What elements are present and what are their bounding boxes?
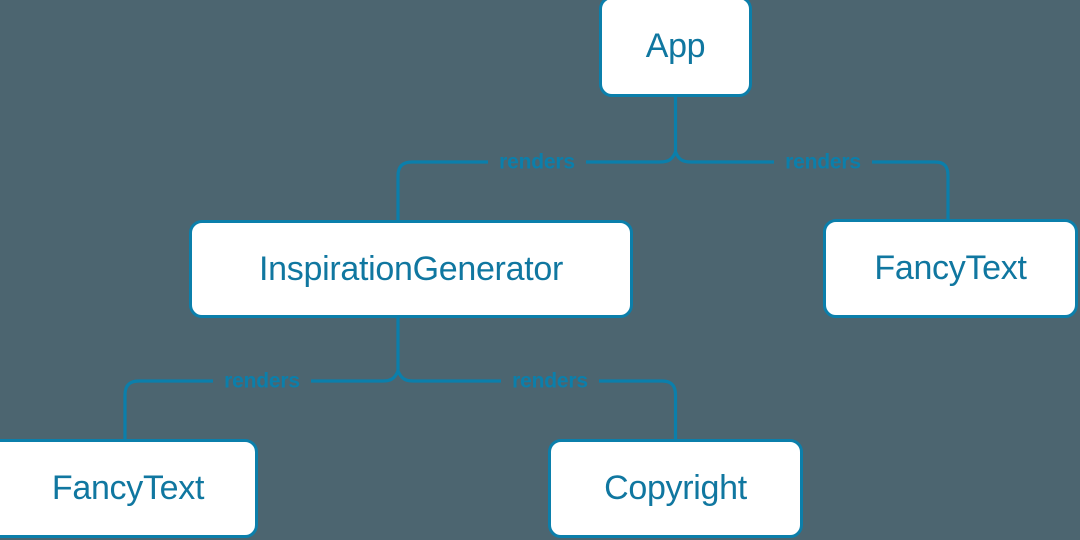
edge-label-inspirationgenerator-to-copyright: renders — [512, 369, 588, 393]
node-copyright-label: Copyright — [604, 469, 747, 507]
edge-label-inspirationgenerator-to-fancytext: renders — [224, 369, 300, 393]
node-fancytext-right[interactable]: FancyText — [823, 219, 1078, 318]
node-inspirationgenerator[interactable]: InspirationGenerator — [189, 220, 633, 318]
node-fancytext-right-label: FancyText — [874, 249, 1027, 287]
node-inspirationgenerator-label: InspirationGenerator — [259, 249, 563, 288]
node-copyright[interactable]: Copyright — [548, 439, 803, 538]
node-app-label: App — [645, 27, 706, 65]
edge-label-app-to-inspirationgenerator: renders — [499, 150, 575, 174]
edge-label-app-to-fancytext-right: renders — [785, 150, 861, 174]
node-fancytext-bottom-left[interactable]: FancyText — [0, 439, 258, 538]
node-fancytext-bottom-left-label: FancyText — [51, 469, 205, 507]
node-app[interactable]: App — [599, 0, 752, 97]
